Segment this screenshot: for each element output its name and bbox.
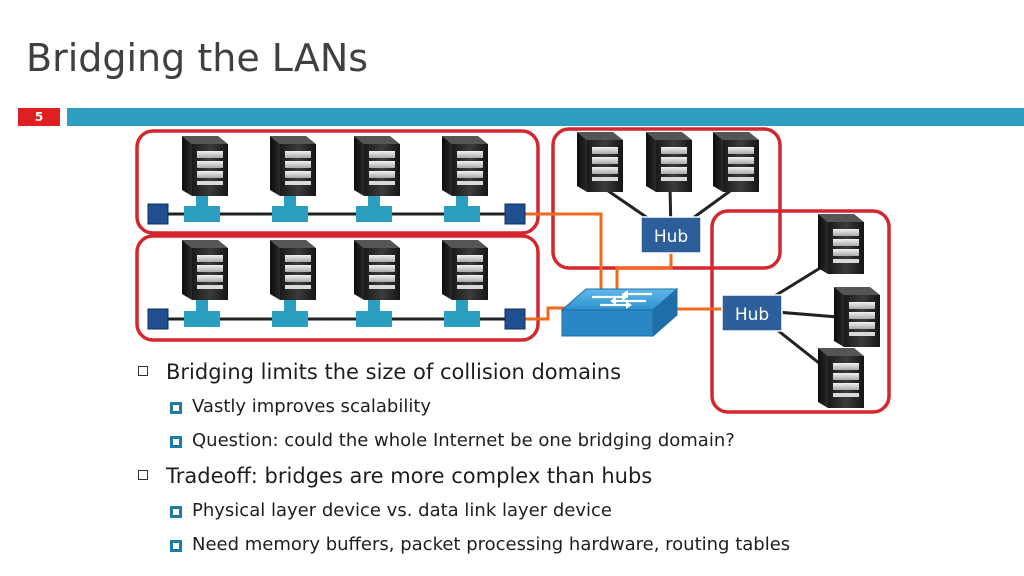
server-icon [442,136,488,196]
server-icon [270,136,316,196]
link-lan1-switch [525,212,603,298]
header-bar [67,108,1024,126]
sub-bullet-icon [170,402,182,414]
sub-bullet-icon [170,506,182,518]
t-connector-icon [272,298,308,327]
server-icon [442,240,488,300]
terminator-icon [504,203,526,225]
server-icon [354,240,400,300]
t-connector-icon [356,194,392,222]
sub-bullet-text: Need memory buffers, packet processing h… [192,534,791,555]
terminator-icon [147,308,169,330]
link-hubtop-switch [615,251,673,290]
bullet-text: Tradeoff: bridges are more complex than … [166,464,653,488]
sub-bullet-item: Need memory buffers, packet processing h… [136,528,916,562]
server-icon [646,132,692,192]
terminator-icon [504,308,526,330]
bullet-square-icon [138,366,148,376]
sub-bullet-text: Vastly improves scalability [192,396,432,417]
t-connector-icon [272,194,308,222]
server-icon [182,240,228,300]
sub-bullet-icon [170,540,182,552]
lan-segment-2-group [135,234,540,342]
t-connector-icon [184,194,220,222]
sub-bullet-item: Physical layer device vs. data link laye… [136,494,916,528]
bullet-item: Tradeoff: bridges are more complex than … [136,458,916,494]
lan-segment-2 [147,240,526,330]
server-icon [354,136,400,196]
server-icon [713,132,759,192]
hub-icon [640,216,702,254]
bullet-item: Bridging limits the size of collision do… [136,354,916,390]
hub-right-group [710,209,891,414]
server-icon [577,132,623,192]
server-icon [834,287,880,347]
lan-segment-1 [147,136,526,225]
bullet-list: Bridging limits the size of collision do… [136,354,916,562]
hub-label-right: Hub [735,305,769,325]
terminator-icon [147,203,169,225]
bullet-square-icon [138,470,148,480]
t-connector-icon [184,298,220,327]
hub-icon [721,294,783,332]
hub-label-top: Hub [654,227,688,247]
server-icon [182,136,228,196]
lan-segment-1-group [135,129,540,235]
hub-right-cluster: Hub [721,214,880,408]
server-icon [818,214,864,274]
slide-title: Bridging the LANs [26,36,369,80]
slide-number: 5 [18,108,60,126]
t-connector-icon [444,298,480,327]
link-lan2-switch [525,306,570,321]
sub-bullet-item: Question: could the whole Internet be on… [136,424,916,458]
t-connector-icon [356,298,392,327]
hub-top-cluster: Hub [577,132,759,254]
sub-bullet-text: Physical layer device vs. data link laye… [192,500,612,521]
sub-bullet-item: Vastly improves scalability [136,390,916,424]
sub-bullet-icon [170,436,182,448]
sub-bullet-text: Question: could the whole Internet be on… [192,430,735,451]
server-icon [270,240,316,300]
t-connector-icon [444,194,480,222]
switch-icon [560,287,679,338]
bullet-text: Bridging limits the size of collision do… [166,360,622,384]
